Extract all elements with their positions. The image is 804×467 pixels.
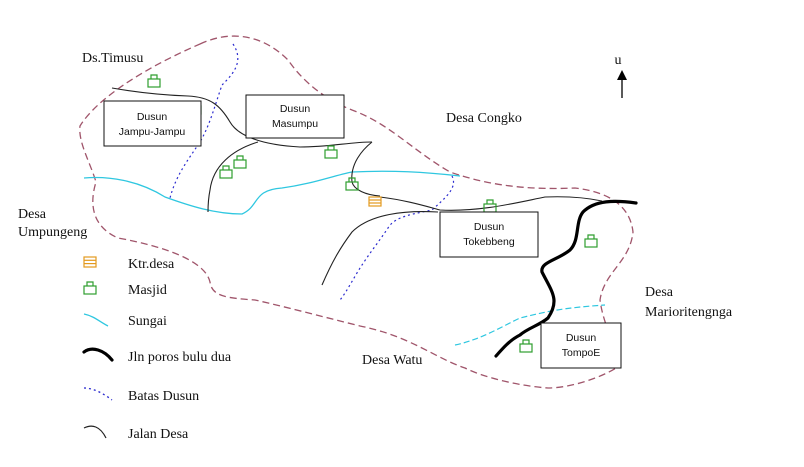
dusun-masumpu-line2: Masumpu xyxy=(272,118,318,130)
mosque-icon xyxy=(519,339,533,353)
legend-river-label: Sungai xyxy=(128,314,167,329)
village-road-branch-1 xyxy=(207,141,259,213)
mosque-icon xyxy=(147,74,161,88)
main-road xyxy=(494,199,638,358)
legend-village-road-label: Jalan Desa xyxy=(128,427,189,442)
mosque-icon xyxy=(324,145,338,159)
label-umpungeng-2: Umpungeng xyxy=(18,225,87,240)
dusun-tompoe-line2: TompoE xyxy=(562,347,601,359)
legend-office-label: Ktr.desa xyxy=(128,257,175,272)
dusun-box-masumpu: Dusun Masumpu xyxy=(245,94,345,139)
village-office-icon xyxy=(368,196,382,207)
road-line-icon xyxy=(83,425,107,439)
dusun-masumpu-line1: Dusun xyxy=(280,103,311,115)
mosque-icon xyxy=(483,199,497,213)
village-road-branch-2 xyxy=(351,141,381,197)
main-road-line-icon xyxy=(82,347,114,362)
label-umpungeng-1: Desa xyxy=(18,207,47,222)
village-road-southwest xyxy=(321,211,439,286)
dotted-line-icon xyxy=(83,387,113,401)
label-congko: Desa Congko xyxy=(446,111,522,126)
dusun-box-jampu: Dusun Jampu-Jampu xyxy=(103,100,202,147)
dusun-jampu-line2: Jampu-Jampu xyxy=(119,126,186,138)
label-marioritengnga-1: Desa xyxy=(645,285,674,300)
label-watu: Desa Watu xyxy=(362,353,422,368)
village-road-north xyxy=(111,87,373,148)
river-main xyxy=(83,170,461,215)
label-marioritengnga-2: Marioritengnga xyxy=(645,305,733,320)
mosque-icon xyxy=(584,234,598,248)
mosque-icon xyxy=(83,281,97,295)
dusun-tokebbeng-line1: Dusun xyxy=(474,221,505,233)
river-line-icon xyxy=(83,313,109,327)
dusun-boundary-1 xyxy=(169,43,239,199)
dusun-box-tokebbeng: Dusun Tokebbeng xyxy=(439,211,539,258)
village-boundary xyxy=(79,35,634,389)
dusun-tokebbeng-line2: Tokebbeng xyxy=(463,236,515,248)
legend-main-road-label: Jln poros bulu dua xyxy=(128,350,232,365)
mosque-icon xyxy=(219,165,233,179)
legend: Ktr.desa Masjid Sungai Jln poros bulu du… xyxy=(82,256,232,442)
office-icon xyxy=(83,256,97,268)
dusun-box-tompoe: Dusun TompoE xyxy=(540,322,622,369)
label-timusu: Ds.Timusu xyxy=(82,51,143,66)
dusun-jampu-line1: Dusun xyxy=(137,111,168,123)
mosque-icon xyxy=(233,155,247,169)
north-arrow-icon: u xyxy=(615,53,627,98)
legend-mosque-label: Masjid xyxy=(128,283,167,298)
north-label: u xyxy=(615,53,622,68)
dusun-boundary-2 xyxy=(339,175,454,301)
dusun-tompoe-line1: Dusun xyxy=(566,332,597,344)
legend-dusun-boundary-label: Batas Dusun xyxy=(128,389,199,404)
mosque-icon xyxy=(345,177,359,191)
